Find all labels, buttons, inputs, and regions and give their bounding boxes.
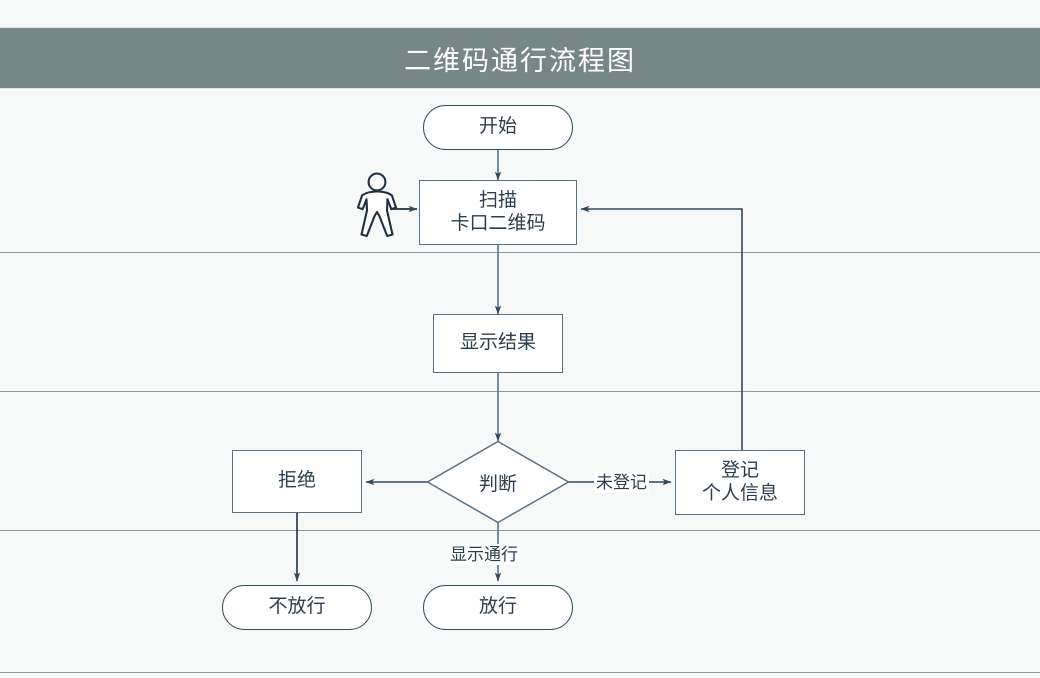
node-start[interactable]: 开始: [423, 105, 573, 150]
node-result-label: 显示结果: [459, 332, 536, 354]
person-actor-icon: [355, 172, 399, 238]
node-decision[interactable]: 判断: [425, 440, 571, 524]
lane-divider-3: [0, 530, 1040, 531]
node-result[interactable]: 显示结果: [433, 314, 563, 373]
node-register-label: 登记 个人信息: [701, 460, 778, 504]
edge-label-unregistered: 未登记: [594, 472, 649, 493]
lane-divider-1: [0, 252, 1040, 253]
lane-divider-2: [0, 391, 1040, 392]
node-scan[interactable]: 扫描 卡口二维码: [419, 180, 577, 245]
title-band-bottom-edge: [0, 88, 1040, 89]
node-register[interactable]: 登记 个人信息: [675, 450, 805, 515]
node-reject[interactable]: 拒绝: [232, 450, 362, 513]
diagram-title-bar: 二维码通行流程图: [0, 28, 1040, 88]
node-scan-label: 扫描 卡口二维码: [450, 190, 546, 234]
lane-divider-4: [0, 672, 1040, 673]
node-deny[interactable]: 不放行: [222, 585, 372, 630]
title-band-top-edge: [0, 27, 1040, 28]
edge-label-show-pass: 显示通行: [448, 544, 520, 565]
node-reject-label: 拒绝: [277, 470, 316, 492]
page-title: 二维码通行流程图: [404, 45, 636, 76]
node-pass-label: 放行: [478, 596, 517, 618]
node-start-label: 开始: [478, 116, 517, 138]
edge-register-to-scan: [580, 205, 743, 450]
node-deny-label: 不放行: [268, 596, 326, 618]
node-pass[interactable]: 放行: [423, 585, 573, 630]
